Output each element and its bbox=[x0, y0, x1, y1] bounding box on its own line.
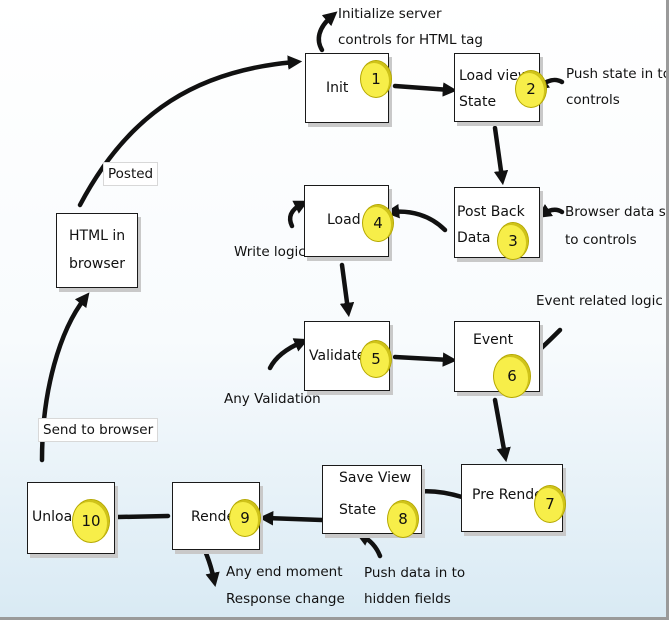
arrow-saveviewstate-to-render bbox=[258, 511, 325, 526]
stage-load-number: 4 bbox=[362, 204, 394, 242]
note-post-back-1: Browser data set bbox=[565, 204, 669, 220]
arrow-note-saveviewstate bbox=[355, 532, 383, 559]
note-render-1: Any end moment bbox=[226, 564, 343, 580]
stage-init-label: Init bbox=[326, 80, 349, 96]
arrow-note-postback bbox=[537, 204, 565, 218]
stage-load-view-state: Load view State 2 bbox=[454, 53, 547, 122]
stage-pre-render-number: 7 bbox=[534, 485, 566, 523]
stage-init-number: 1 bbox=[360, 60, 392, 98]
note-load: Write logic bbox=[234, 244, 306, 260]
stage-html-in-browser-label-2: browser bbox=[69, 256, 126, 272]
stage-html-in-browser-label-1: HTML in bbox=[69, 228, 126, 244]
stage-post-back-data-number: 3 bbox=[497, 222, 529, 260]
label-send-to-browser: Send to browser bbox=[38, 418, 159, 442]
arrow-prerender-to-saveviewstate bbox=[408, 483, 465, 500]
stage-save-view-state: Save View State 8 bbox=[322, 465, 422, 538]
stage-validate-label: Validate bbox=[309, 348, 366, 364]
stage-load-label: Load bbox=[327, 212, 361, 228]
stage-event: Event 6 bbox=[454, 321, 540, 398]
note-post-back-2: to controls bbox=[565, 232, 637, 248]
stage-render: Render 9 bbox=[172, 482, 261, 550]
stage-render-number: 9 bbox=[229, 499, 261, 537]
stage-load-view-state-label-2: State bbox=[459, 94, 497, 110]
arrow-init-to-viewstate bbox=[392, 82, 458, 97]
note-save-view-state-1: Push data in to bbox=[364, 565, 466, 581]
note-init-2: controls for HTML tag bbox=[338, 32, 483, 48]
stage-html-in-browser: HTML in browser bbox=[56, 213, 138, 288]
stage-pre-render-label: Pre Render bbox=[472, 487, 549, 503]
arrow-validate-to-event bbox=[392, 352, 458, 367]
stage-validate-number: 5 bbox=[360, 340, 392, 378]
arrow-note-init bbox=[316, 11, 338, 53]
stage-init: Init 1 bbox=[305, 53, 392, 123]
arrow-event-to-prerender bbox=[492, 397, 511, 463]
stage-event-number: 6 bbox=[493, 354, 531, 398]
stage-load-view-state-number: 2 bbox=[515, 70, 547, 108]
stage-save-view-state-number: 8 bbox=[387, 500, 419, 538]
note-save-view-state-2: hidden fields bbox=[364, 591, 451, 607]
note-event: Event related logic bbox=[536, 293, 663, 309]
stage-pre-render: Pre Render 7 bbox=[461, 464, 566, 532]
arrow-viewstate-to-postback bbox=[492, 125, 509, 186]
note-init-1: Initialize server bbox=[338, 6, 442, 22]
stage-post-back-data-label-1: Post Back bbox=[457, 204, 525, 220]
stage-event-label: Event bbox=[473, 332, 514, 348]
stage-load: Load 4 bbox=[304, 185, 394, 257]
stage-validate: Validate 5 bbox=[304, 321, 392, 391]
note-view-state-2: controls bbox=[566, 92, 620, 108]
note-view-state-1: Push state in to bbox=[566, 66, 669, 82]
note-validate: Any Validation bbox=[224, 391, 321, 407]
arrow-note-load bbox=[287, 200, 309, 229]
stage-render-label: Render bbox=[191, 509, 241, 525]
stage-post-back-data-label-2: Data bbox=[457, 230, 491, 246]
arrow-html-to-init bbox=[77, 55, 303, 208]
stage-load-view-state-label-1: Load view bbox=[459, 68, 530, 84]
stage-unload: Unload 10 bbox=[27, 482, 115, 554]
note-render-2: Response change bbox=[226, 591, 345, 607]
arrow-note-validate bbox=[267, 338, 309, 371]
label-posted: Posted bbox=[103, 162, 159, 186]
stage-post-back-data: Post Back Data 3 bbox=[454, 187, 540, 260]
stage-unload-number: 10 bbox=[72, 499, 110, 543]
arrow-load-to-validate bbox=[339, 262, 355, 318]
arrow-render-to-unload bbox=[115, 513, 171, 520]
stage-save-view-state-label-2: State bbox=[339, 502, 377, 518]
stage-unload-label: Unload bbox=[32, 509, 82, 525]
arrow-postback-to-load bbox=[384, 204, 448, 233]
stage-save-view-state-label-1: Save View bbox=[339, 470, 412, 486]
